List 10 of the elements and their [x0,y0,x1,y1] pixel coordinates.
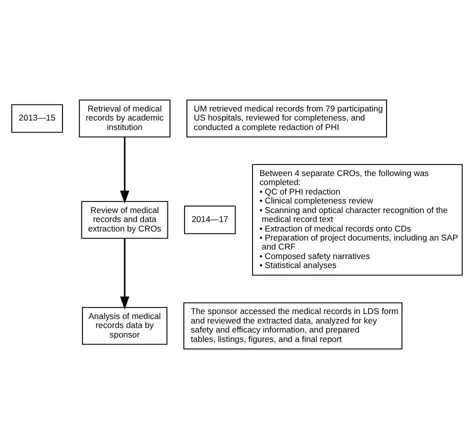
node-box: The sponsor accessed the medical records in LDS form and reviewed the extracted data, analyzed for key safety and efficacy information, and prepared tables, listings, figures, and a final report [183,302,402,349]
node-box: Between 4 separate CROs, the following was completed: • QC of PHI redaction • Clinical completeness review • Scanning and optical character recognition of the medical record text • Extraction of medical records onto CDs • Preparation of project documents, including an SAP and CRF • Composed safety narratives • Statistical analyses [252,164,463,276]
node-box: 2013—15 [11,104,63,132]
node-box: 2014—17 [184,205,236,234]
node-box: Retrieval of medical records by academic institution [78,99,170,137]
node-box: Analysis of medical records data by sponsor [82,306,168,344]
arrow [120,136,130,204]
node-box: UM retrieved medical records from 79 participating US hospitals, reviewed for completeness, and conducted a complete redaction of PHI [186,99,388,137]
node-box: Review of medical records and data extraction by CROs [81,200,168,238]
arrow [120,238,130,310]
